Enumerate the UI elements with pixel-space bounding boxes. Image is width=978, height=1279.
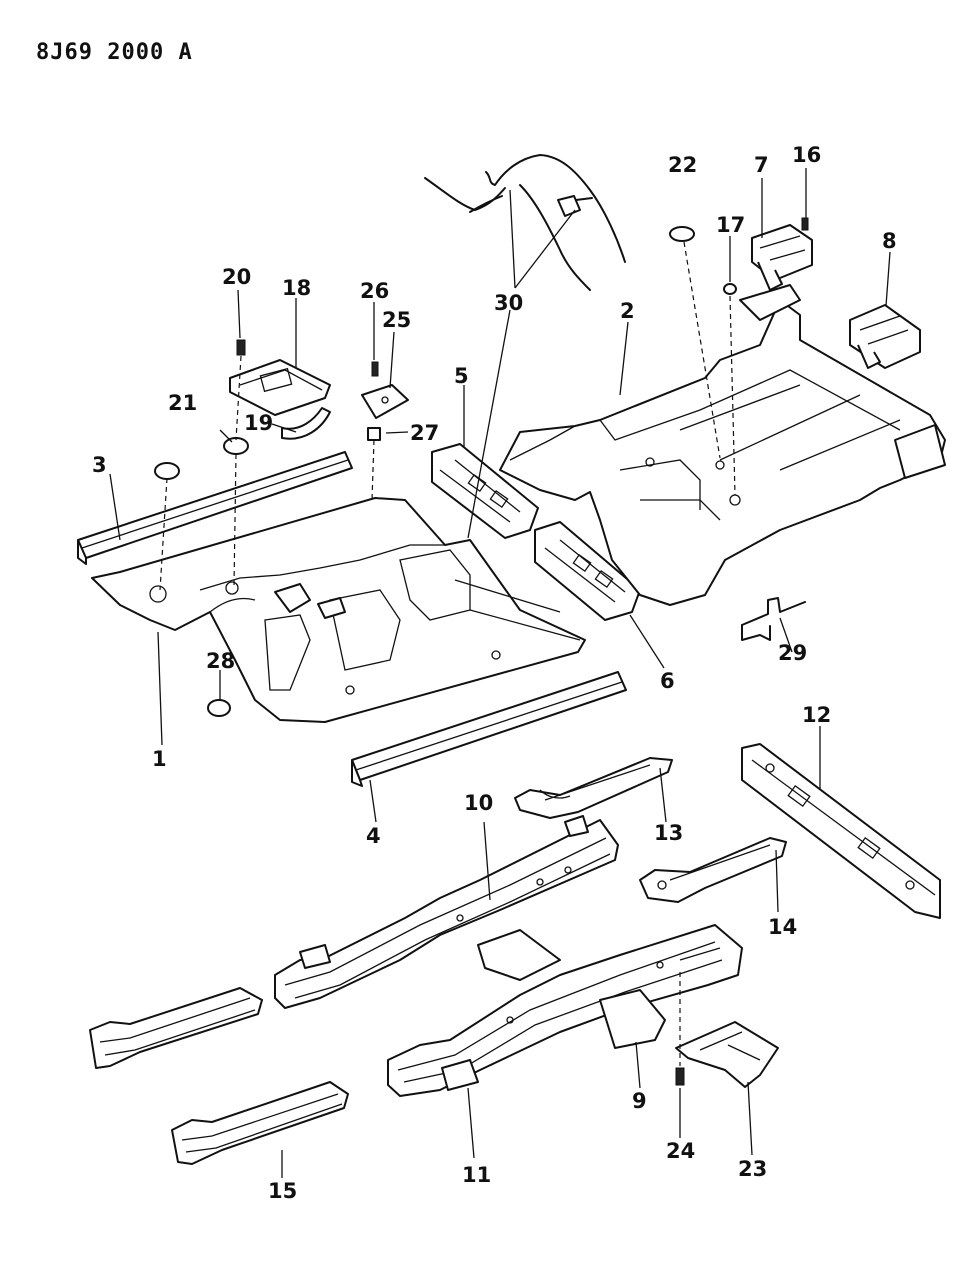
grommet-28 xyxy=(207,699,231,717)
sill-rail-left xyxy=(77,451,353,565)
bolt-24 xyxy=(675,1067,685,1086)
callout-10: 10 xyxy=(464,791,493,815)
callout-4: 4 xyxy=(366,824,381,848)
crossmember-13 xyxy=(514,757,673,819)
grommet-3a xyxy=(154,462,180,480)
bracket-18 xyxy=(229,359,331,416)
callout-2: 2 xyxy=(620,299,635,323)
callout-15: 15 xyxy=(268,1179,297,1203)
mount-7 xyxy=(751,224,813,291)
callout-12: 12 xyxy=(802,703,831,727)
bolt-26 xyxy=(371,361,379,377)
mount-8 xyxy=(849,304,921,369)
callout-13: 13 xyxy=(654,821,683,845)
callout-16: 16 xyxy=(792,143,821,167)
callout-19: 19 xyxy=(244,411,273,435)
callout-labels: 1 2 3 4 5 6 7 8 9 10 11 12 13 14 15 16 1… xyxy=(92,143,897,1203)
callout-11: 11 xyxy=(462,1163,491,1187)
callout-26: 26 xyxy=(360,279,389,303)
sill-rail-right xyxy=(351,671,627,787)
callout-24: 24 xyxy=(666,1139,695,1163)
clip-29 xyxy=(741,597,806,641)
rear-floor-pan xyxy=(499,284,946,606)
callout-30: 30 xyxy=(494,291,523,315)
plug-22 xyxy=(669,226,695,242)
callout-14: 14 xyxy=(768,915,797,939)
callout-22: 22 xyxy=(668,153,697,177)
diagram-id: 8J69 2000 A xyxy=(36,40,193,65)
callout-18: 18 xyxy=(282,276,311,300)
leader-lines xyxy=(109,168,891,1178)
nut-27 xyxy=(367,427,381,441)
callout-17: 17 xyxy=(716,213,745,237)
frame-rail-10 xyxy=(274,815,619,1009)
bolt-16 xyxy=(801,217,809,231)
wiring-harness xyxy=(424,154,626,291)
callout-8: 8 xyxy=(882,229,897,253)
callout-25: 25 xyxy=(382,308,411,332)
bracket-23 xyxy=(675,1021,779,1088)
callout-21: 21 xyxy=(168,391,197,415)
bracket-5 xyxy=(431,443,539,539)
bracket-6 xyxy=(534,521,641,621)
callout-23: 23 xyxy=(738,1157,767,1181)
bolt-20 xyxy=(236,339,246,356)
hardware xyxy=(154,217,809,1086)
callout-27: 27 xyxy=(410,421,439,445)
callout-20: 20 xyxy=(222,265,251,289)
grommet-21 xyxy=(223,437,249,455)
callout-28: 28 xyxy=(206,649,235,673)
rail-front-left xyxy=(89,987,263,1069)
callout-1: 1 xyxy=(152,747,167,771)
callout-3: 3 xyxy=(92,453,107,477)
tube-19 xyxy=(281,407,331,440)
front-floor-pan xyxy=(91,497,586,723)
frame-rail-11 xyxy=(387,924,743,1097)
rail-15 xyxy=(171,1081,349,1165)
callout-5: 5 xyxy=(454,364,469,388)
callout-9: 9 xyxy=(632,1089,647,1113)
crossmember-14 xyxy=(639,837,787,903)
callout-6: 6 xyxy=(660,669,675,693)
crossmember-12 xyxy=(741,743,941,919)
plug-17 xyxy=(723,283,737,295)
callout-7: 7 xyxy=(754,153,769,177)
bracket-25 xyxy=(361,384,409,419)
callout-29: 29 xyxy=(778,641,807,665)
